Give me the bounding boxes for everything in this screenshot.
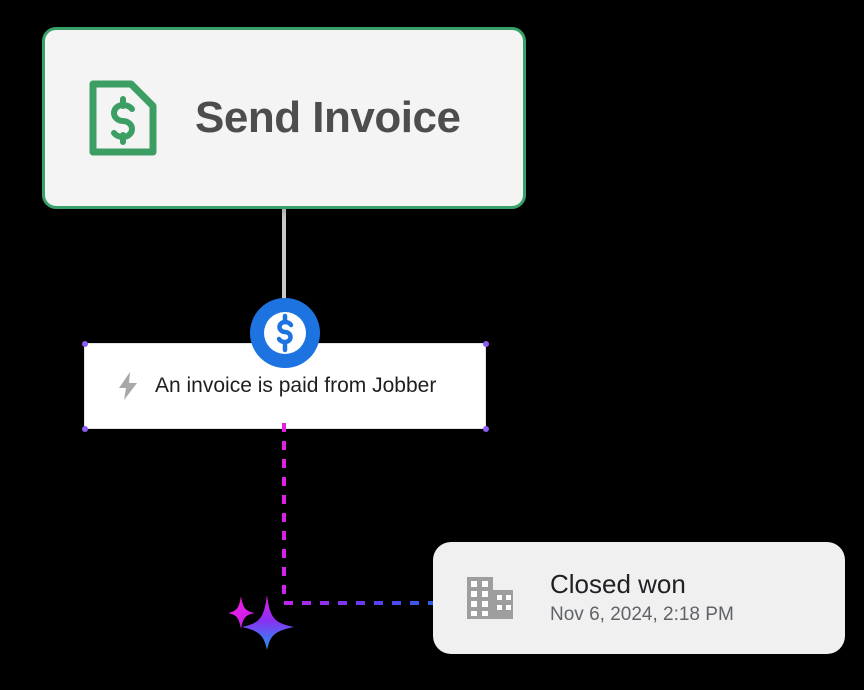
- send-invoice-card[interactable]: Send Invoice: [42, 27, 526, 209]
- trigger-card-label: An invoice is paid from Jobber: [155, 374, 437, 397]
- trigger-card-invoice-paid[interactable]: An invoice is paid from Jobber: [84, 343, 486, 429]
- lightning-bolt-icon: [117, 372, 139, 400]
- dollar-coin-icon[interactable]: [249, 297, 321, 369]
- connector-line-solid: [282, 205, 286, 315]
- office-building-icon: [466, 576, 514, 620]
- closed-won-card[interactable]: Closed won Nov 6, 2024, 2:18 PM: [433, 542, 845, 654]
- invoice-document-dollar-icon: [87, 78, 159, 158]
- send-invoice-title: Send Invoice: [195, 93, 461, 142]
- closed-won-text-group: Closed won Nov 6, 2024, 2:18 PM: [550, 568, 734, 627]
- selection-handle-top-right[interactable]: [483, 341, 489, 347]
- selection-handle-bottom-right[interactable]: [483, 426, 489, 432]
- closed-won-timestamp: Nov 6, 2024, 2:18 PM: [550, 604, 734, 626]
- selection-handle-top-left[interactable]: [82, 341, 88, 347]
- ai-sparkle-icon: [226, 586, 300, 652]
- closed-won-title: Closed won: [550, 568, 686, 599]
- selection-handle-bottom-left[interactable]: [82, 426, 88, 432]
